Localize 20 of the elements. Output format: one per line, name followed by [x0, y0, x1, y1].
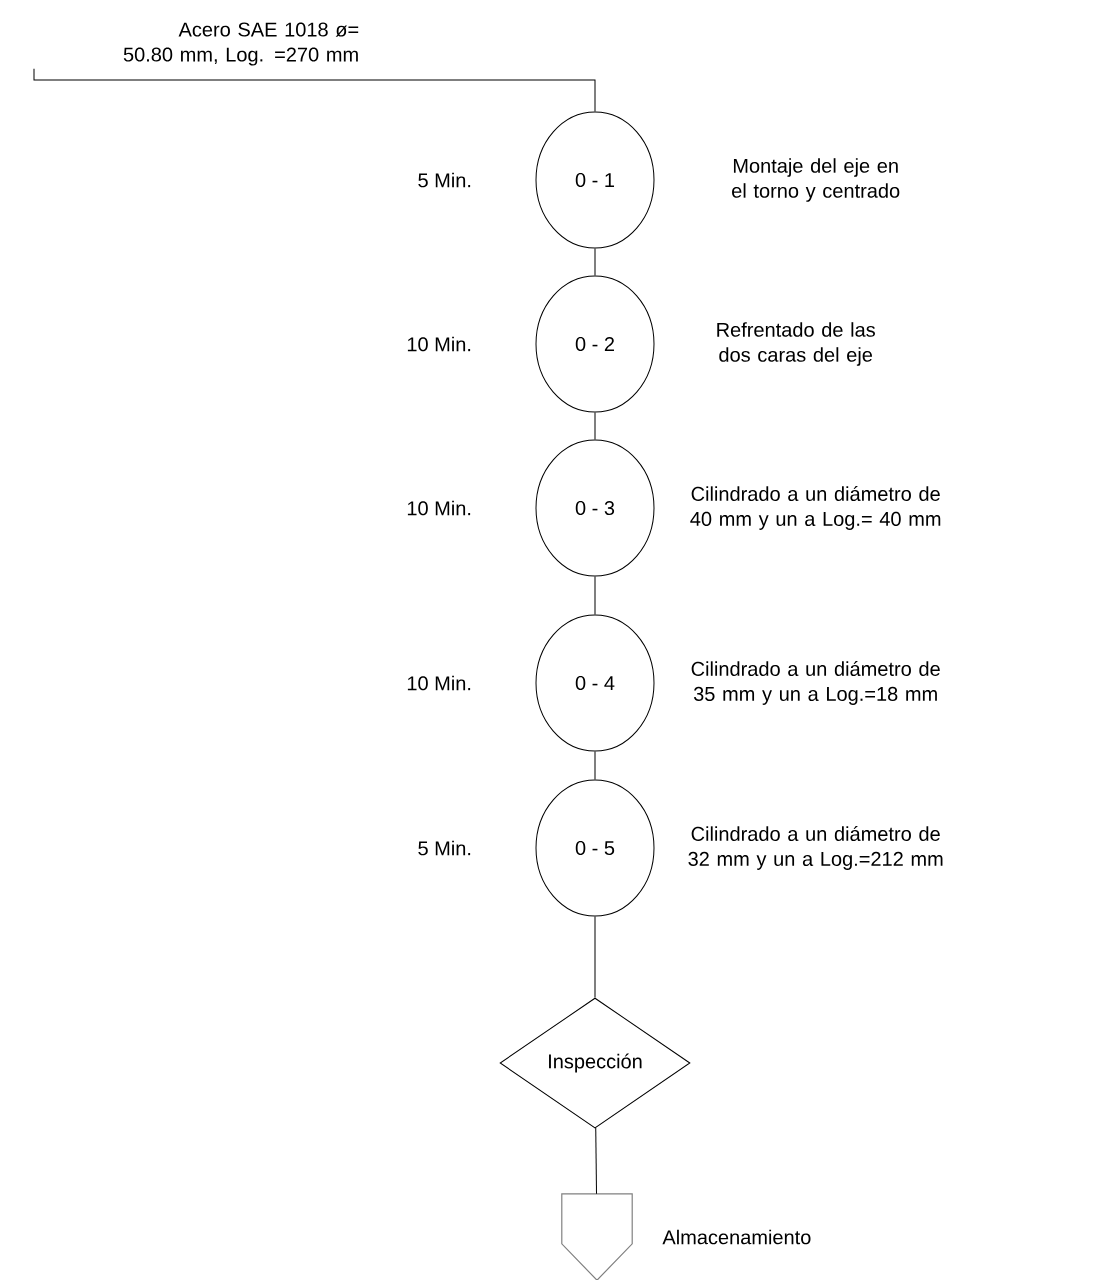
- storage-symbol: [561, 1193, 633, 1280]
- connector-line: [594, 576, 596, 615]
- connector-line: [595, 1127, 597, 1195]
- connector-line: [594, 412, 596, 440]
- duration-label: 5 Min.: [418, 172, 471, 188]
- connector-line: [33, 68, 596, 112]
- duration-label: 10 Min.: [407, 336, 471, 352]
- connector-line: [594, 751, 596, 780]
- description-label: Cilindrado a un diámetro de 40 mm y un a Log.= 40 mm: [690, 486, 941, 530]
- description-label: Almacenamiento: [662, 1229, 811, 1245]
- material-label: Acero SAE 1018 ø= 50.80 mm, Log. =270 mm: [123, 22, 359, 66]
- connector-line: [594, 248, 596, 276]
- description-label: Refrentado de las dos caras del eje: [717, 322, 875, 366]
- connector-line: [594, 916, 596, 998]
- duration-label: 5 Min.: [418, 840, 471, 856]
- description-label: Cilindrado a un diámetro de 35 mm y un a Log.=18 mm: [691, 661, 940, 705]
- description-label: Cilindrado a un diámetro de 32 mm y un a Log.=212 mm: [688, 826, 943, 870]
- duration-label: 10 Min.: [407, 675, 471, 691]
- duration-label: 10 Min.: [407, 500, 471, 516]
- description-label: Montaje del eje en el torno y centrado: [732, 158, 900, 202]
